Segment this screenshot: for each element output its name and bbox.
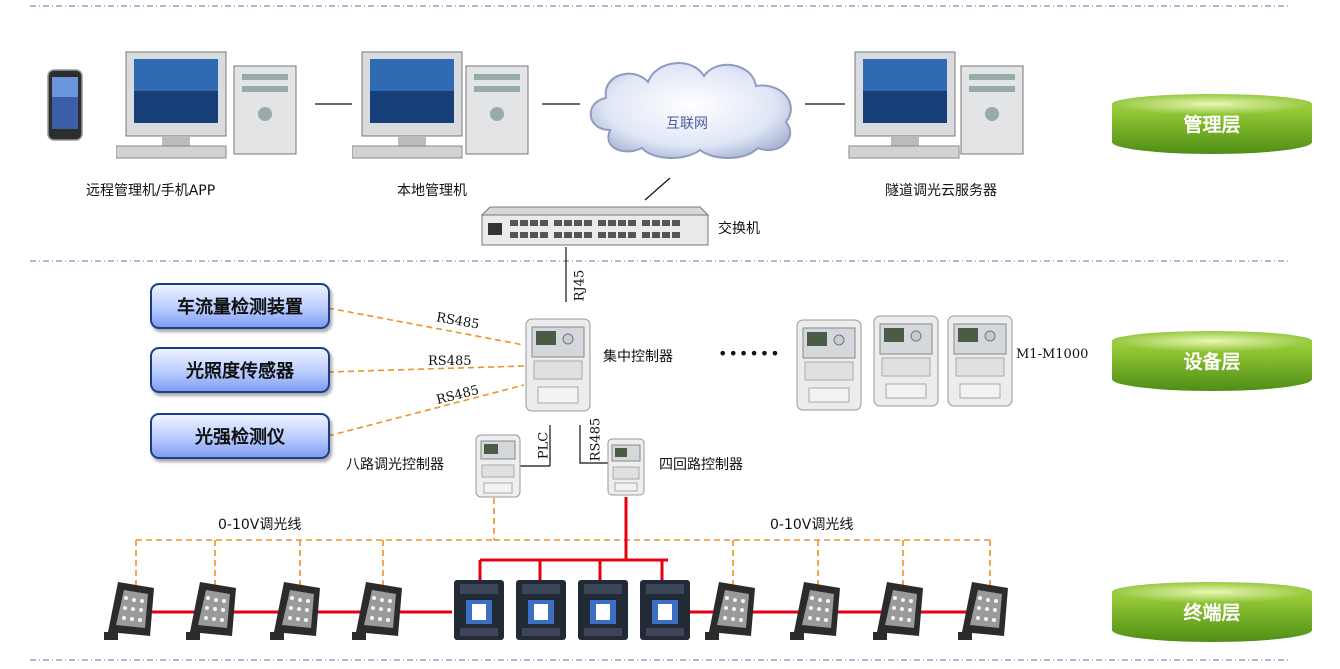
local-management-label: 本地管理机 — [397, 183, 467, 199]
desktop-computer-icon — [352, 51, 529, 159]
contactor-icon — [640, 580, 690, 640]
contactor-icon — [578, 580, 628, 640]
central-controller-label: 集中控制器 — [603, 349, 673, 365]
link-internet-switch — [644, 177, 671, 201]
floodlight-icon — [104, 582, 154, 640]
network-switch-icon — [480, 206, 710, 246]
floodlight-icon — [186, 582, 236, 640]
floodlight-icon — [958, 582, 1008, 640]
rs485-link-1 — [327, 307, 525, 346]
controller-meter-icon — [873, 315, 939, 407]
layer-badge-management: 管理层 — [1112, 92, 1312, 162]
rs485-vertical-label: RS485 — [588, 417, 604, 462]
controller-meter-icon — [796, 319, 862, 411]
desktop-computer-icon — [116, 51, 297, 159]
contactor-icon — [454, 580, 504, 640]
cloud-server-label: 隧道调光云服务器 — [885, 183, 997, 199]
sensor-illuminance: 光照度传感器 — [150, 347, 330, 393]
smartphone-icon — [47, 69, 83, 141]
four-loop-controller-label: 四回路控制器 — [659, 457, 743, 473]
layer-badge-device: 设备层 — [1112, 329, 1312, 399]
central-controller-icon — [525, 318, 591, 412]
plc-label: PLC — [536, 431, 552, 460]
floodlight-icon — [705, 582, 755, 640]
floodlight-icon — [873, 582, 923, 640]
layer-label-management: 管理层 — [1183, 114, 1241, 136]
four-loop-controller-icon — [607, 438, 645, 496]
desktop-computer-icon — [848, 51, 1024, 159]
layer-badge-terminal: 终端层 — [1112, 580, 1312, 650]
range-label: M1-M1000 — [1016, 347, 1089, 362]
floodlight-icon — [352, 582, 402, 640]
ellipsis-label: •••••• — [718, 344, 781, 363]
dim-line-label-right: 0-10V调光线 — [770, 517, 854, 533]
layer-label-terminal: 终端层 — [1183, 602, 1241, 624]
eight-way-controller-label: 八路调光控制器 — [346, 457, 444, 473]
remote-management-label: 远程管理机/手机APP — [86, 183, 216, 199]
switch-label: 交换机 — [718, 221, 760, 237]
contactor-icon — [516, 580, 566, 640]
rs485-link-3 — [327, 384, 525, 437]
sensor-traffic-detector: 车流量检测装置 — [150, 283, 330, 329]
dim-line-label-left: 0-10V调光线 — [218, 517, 302, 533]
layer-label-device: 设备层 — [1183, 351, 1241, 373]
floodlight-icon — [270, 582, 320, 640]
eight-way-dimming-controller-icon — [475, 434, 521, 498]
rs485-four-loop-link — [579, 425, 608, 464]
cloud-icon — [589, 62, 792, 160]
internet-label: 互联网 — [666, 116, 708, 132]
controller-meter-icon — [947, 315, 1013, 407]
floodlight-icon — [790, 582, 840, 640]
sensor-light-intensity: 光强检测仪 — [150, 413, 330, 459]
rs485-label-2: RS485 — [428, 354, 472, 369]
rj45-label: RJ45 — [572, 269, 588, 302]
rs485-link-2 — [327, 365, 525, 373]
